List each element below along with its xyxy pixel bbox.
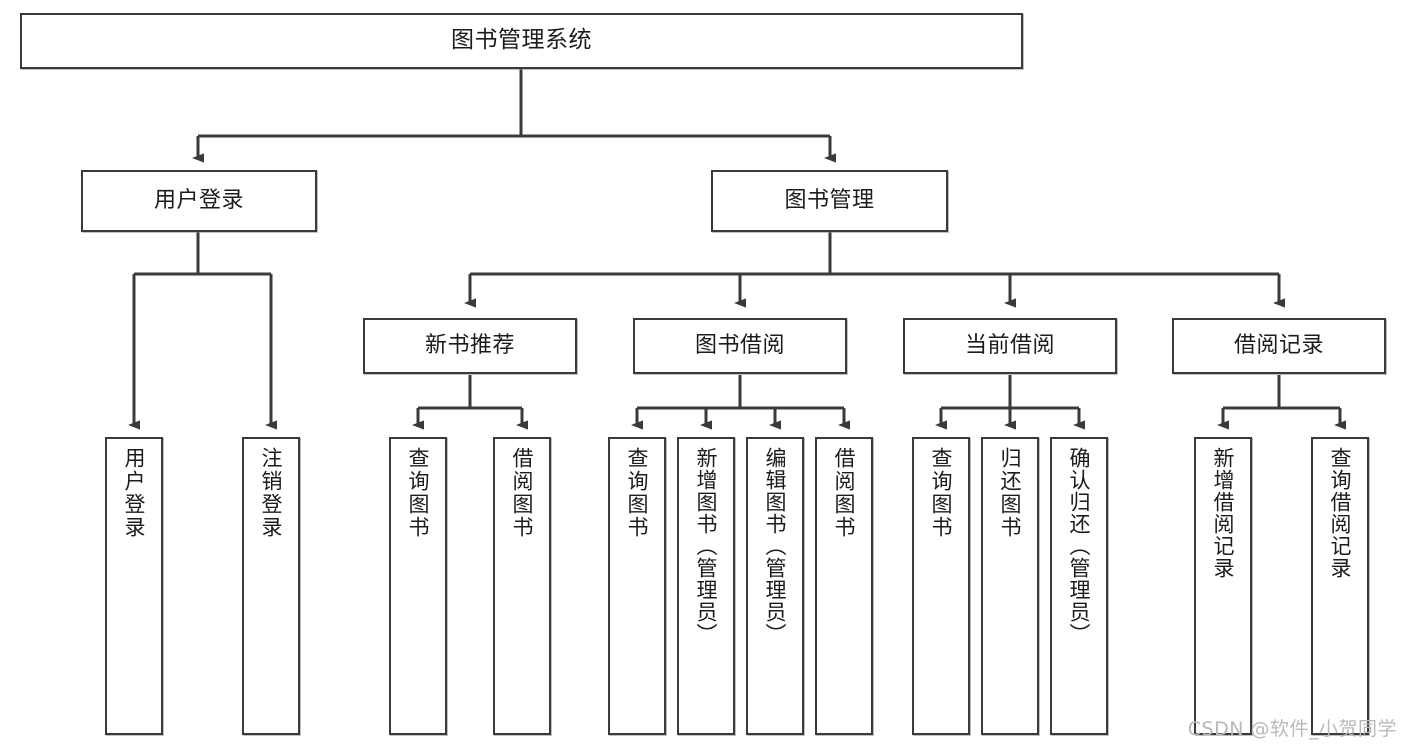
leaf-edit-book-label: 编辑图书（管理员） <box>763 447 788 645</box>
leaf-return-book-label: 归还图书 <box>998 447 1023 539</box>
node-new-book-recommendation[interactable]: 新书推荐 <box>363 318 577 374</box>
leaf-query-book-2-label: 查询图书 <box>625 447 650 539</box>
leaf-query-book-3[interactable]: 查询图书 <box>912 437 970 735</box>
node-user-login-label: 用户登录 <box>153 187 244 213</box>
leaf-user-login-label: 用户登录 <box>122 447 147 539</box>
leaf-borrow-book-1-label: 借阅图书 <box>510 447 535 539</box>
node-root-label: 图书管理系统 <box>451 27 592 54</box>
node-user-login[interactable]: 用户登录 <box>81 170 317 232</box>
leaf-query-book-1[interactable]: 查询图书 <box>389 437 447 735</box>
node-new-book-recommendation-label: 新书推荐 <box>424 332 515 358</box>
leaf-query-book-3-label: 查询图书 <box>929 447 954 539</box>
node-current-borrow-label: 当前借阅 <box>964 332 1055 358</box>
leaf-add-book-label: 新增图书（管理员） <box>694 447 719 645</box>
leaf-query-book-1-label: 查询图书 <box>406 447 431 539</box>
leaf-confirm-return[interactable]: 确认归还（管理员） <box>1050 437 1108 735</box>
node-borrow-record-label: 借阅记录 <box>1233 332 1324 358</box>
node-book-borrow[interactable]: 图书借阅 <box>633 318 847 374</box>
leaf-logout[interactable]: 注销登录 <box>242 437 300 735</box>
leaf-edit-book[interactable]: 编辑图书（管理员） <box>746 437 804 735</box>
csdn-watermark: CSDN @软件_小贺同学 <box>1187 718 1397 740</box>
leaf-return-book[interactable]: 归还图书 <box>981 437 1039 735</box>
node-book-borrow-label: 图书借阅 <box>694 332 785 358</box>
node-root[interactable]: 图书管理系统 <box>20 13 1023 69</box>
node-book-manage[interactable]: 图书管理 <box>711 170 948 232</box>
leaf-add-record[interactable]: 新增借阅记录 <box>1194 437 1252 735</box>
leaf-add-book[interactable]: 新增图书（管理员） <box>677 437 735 735</box>
leaf-confirm-return-label: 确认归还（管理员） <box>1067 447 1092 645</box>
node-current-borrow[interactable]: 当前借阅 <box>903 318 1117 374</box>
leaf-user-login[interactable]: 用户登录 <box>105 437 163 735</box>
node-book-manage-label: 图书管理 <box>784 187 875 213</box>
leaf-borrow-book-2-label: 借阅图书 <box>832 447 857 539</box>
leaf-query-record-label: 查询借阅记录 <box>1328 447 1353 579</box>
leaf-borrow-book-1[interactable]: 借阅图书 <box>493 437 551 735</box>
leaf-logout-label: 注销登录 <box>259 447 284 539</box>
leaf-add-record-label: 新增借阅记录 <box>1211 447 1236 579</box>
leaf-query-record[interactable]: 查询借阅记录 <box>1311 437 1369 735</box>
leaf-borrow-book-2[interactable]: 借阅图书 <box>815 437 873 735</box>
leaf-query-book-2[interactable]: 查询图书 <box>608 437 666 735</box>
node-borrow-record[interactable]: 借阅记录 <box>1172 318 1386 374</box>
